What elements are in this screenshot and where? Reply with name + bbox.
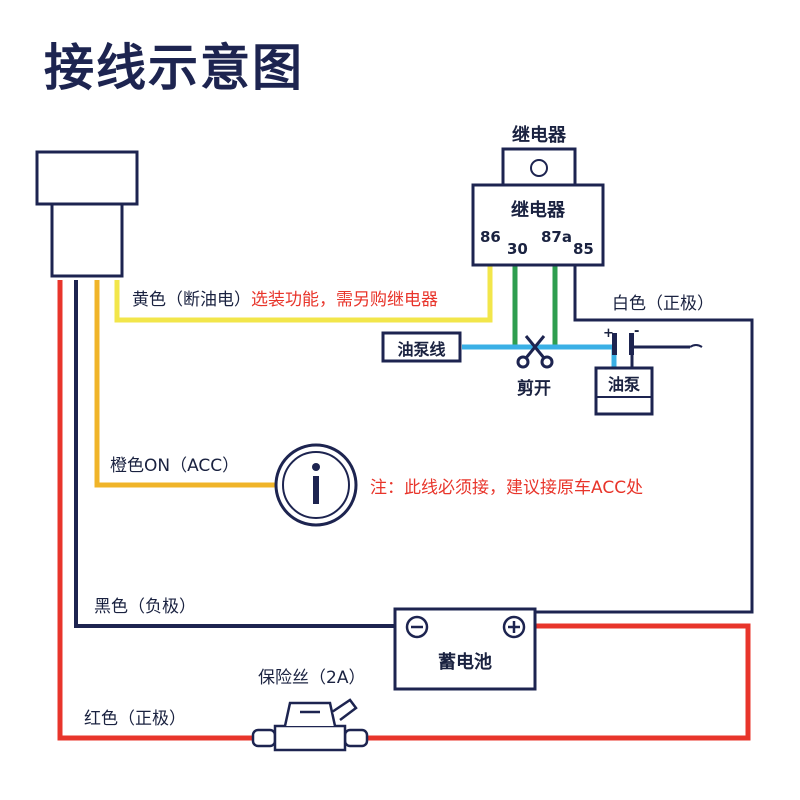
pump-terminal-plus [612, 333, 617, 355]
red-wire [57, 280, 751, 741]
battery-label: 蓄电池 [438, 652, 492, 673]
fuel-pump-label: 油泵 [607, 375, 640, 394]
tracker-device [35, 150, 139, 278]
black-wire [74, 280, 395, 628]
cut-label: 剪开 [517, 379, 551, 399]
fuel-line-label: 油泵线 [397, 340, 446, 359]
yellow-wire-name: 黄色（断油电） [132, 290, 251, 310]
yellow-wire-label: 黄色（断油电）选装功能，需另购继电器 [132, 285, 438, 310]
pump-terminal-minus [629, 333, 634, 355]
battery-minus-icon [405, 615, 429, 639]
fuse [251, 698, 369, 752]
relay-pin-87a: 87a [541, 228, 572, 246]
orange-wire [94, 280, 275, 488]
pump-lead-tail [689, 344, 703, 348]
yellow-wire [114, 265, 493, 323]
orange-wire-label: 橙色ON（ACC） [110, 456, 240, 476]
pump-plus-label: + [603, 326, 614, 341]
pump-negative-wire [630, 345, 690, 368]
relay-pin-30: 30 [507, 240, 528, 258]
relay-pin-86: 86 [480, 228, 501, 246]
scissors-icon [516, 335, 554, 369]
fuel-line-box [381, 331, 462, 363]
relay-hole-icon [530, 159, 548, 177]
relay [471, 147, 605, 267]
pump-minus-label: - [634, 324, 640, 339]
white-wire-label: 白色（正极） [612, 294, 714, 314]
battery-plus-icon [502, 615, 526, 639]
red-wire-label: 红色（正极） [84, 709, 186, 729]
ignition-info-icon [274, 443, 358, 527]
fuel-pump [594, 366, 654, 416]
relay-body-label: 继电器 [511, 200, 565, 221]
yellow-wire-note: 选装功能，需另购继电器 [251, 290, 438, 310]
relay-pin-85: 85 [573, 240, 594, 258]
fuse-label: 保险丝（2A） [258, 668, 366, 688]
relay-top-label: 继电器 [512, 125, 566, 146]
page-title: 接线示意图 [44, 39, 304, 97]
white-wire [535, 265, 754, 614]
battery [393, 607, 537, 691]
orange-wire-note: 注：此线必须接，建议接原车ACC处 [370, 478, 644, 498]
black-wire-label: 黑色（负极） [94, 597, 196, 617]
